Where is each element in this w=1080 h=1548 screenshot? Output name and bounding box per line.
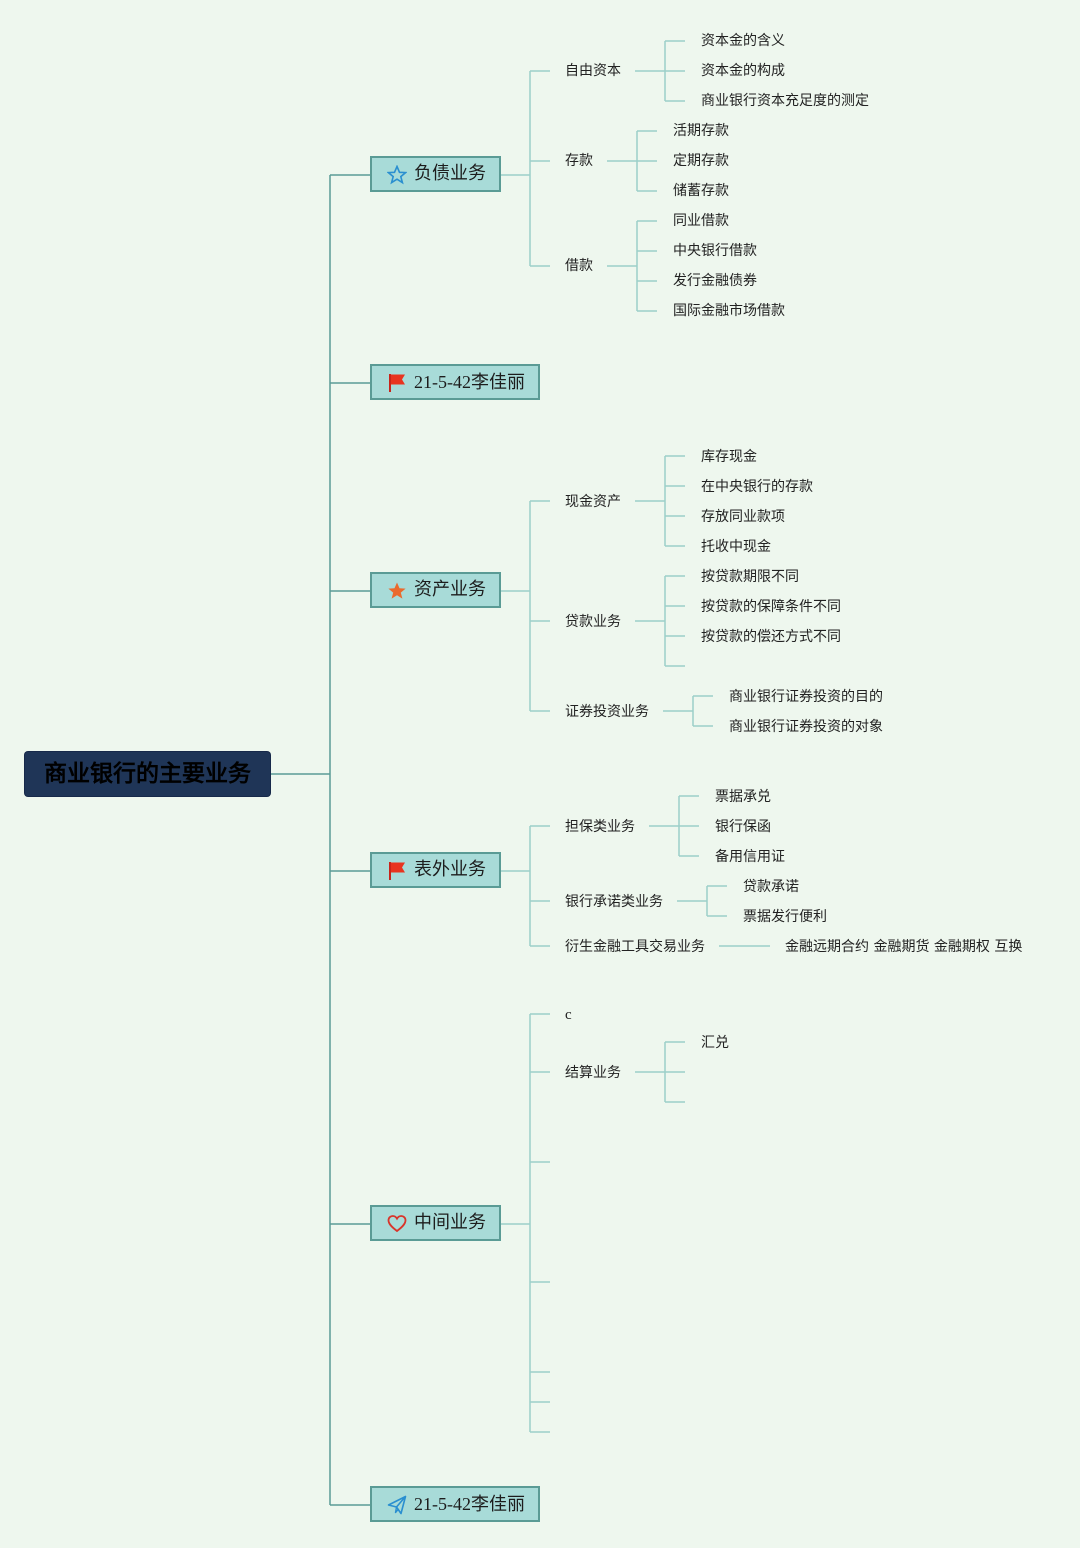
branch-label: 21-5-42李佳丽: [414, 1494, 525, 1514]
leaf-interbank-borrowing[interactable]: 同业借款: [673, 213, 729, 229]
branch-author-top[interactable]: 21-5-42李佳丽: [370, 364, 540, 400]
star-outline-icon: [387, 165, 407, 185]
leaf-capital-meaning[interactable]: 资本金的含义: [701, 33, 785, 49]
branch-off-balance-business[interactable]: 表外业务: [370, 852, 501, 888]
leaf-investment-target[interactable]: 商业银行证券投资的对象: [729, 719, 883, 735]
leaf-international-borrowing[interactable]: 国际金融市场借款: [673, 303, 785, 319]
leaf-standby-lc[interactable]: 备用信用证: [715, 849, 785, 865]
leaf-remittance[interactable]: 汇兑: [701, 1035, 729, 1051]
leaf-demand-deposit[interactable]: 活期存款: [673, 123, 729, 139]
topic-loans[interactable]: 贷款业务: [565, 614, 621, 630]
root-topic[interactable]: 商业银行的主要业务: [25, 752, 270, 796]
red-flag-icon: [389, 862, 405, 880]
leaf-investment-purpose[interactable]: 商业银行证券投资的目的: [729, 689, 883, 705]
leaf-savings-deposit[interactable]: 储蓄存款: [673, 183, 729, 199]
topic-deposits[interactable]: 存款: [565, 153, 593, 169]
leaf-interbank-deposits[interactable]: 存放同业款项: [701, 509, 785, 525]
topic-borrowing[interactable]: 借款: [565, 258, 593, 274]
topic-commitment[interactable]: 银行承诺类业务: [565, 894, 663, 910]
branch-label: 资产业务: [414, 579, 486, 600]
leaf-loan-commitment[interactable]: 贷款承诺: [743, 879, 799, 895]
leaf-capital-composition[interactable]: 资本金的构成: [701, 63, 785, 79]
orange-star-icon: [388, 582, 406, 599]
topic-cash-assets[interactable]: 现金资产: [565, 494, 621, 510]
topic-free-capital[interactable]: 自由资本: [565, 63, 621, 79]
leaf-capital-adequacy[interactable]: 商业银行资本充足度的测定: [701, 93, 869, 109]
leaf-loan-security[interactable]: 按贷款的保障条件不同: [701, 599, 841, 615]
paper-plane-icon: [387, 1495, 407, 1515]
topic-guarantee[interactable]: 担保类业务: [565, 819, 635, 835]
topic-c[interactable]: c: [565, 1007, 572, 1023]
leaf-loan-repayment[interactable]: 按贷款的偿还方式不同: [701, 629, 841, 645]
branch-label: 中间业务: [414, 1212, 486, 1233]
leaf-bank-guarantee[interactable]: 银行保函: [715, 819, 771, 835]
branch-asset-business[interactable]: 资产业务: [370, 572, 501, 608]
branch-liability-business[interactable]: 负债业务: [370, 156, 501, 192]
leaf-loan-term[interactable]: 按贷款期限不同: [701, 569, 799, 585]
leaf-vault-cash[interactable]: 库存现金: [701, 449, 757, 465]
branch-author-bottom[interactable]: 21-5-42李佳丽: [370, 1486, 540, 1522]
leaf-derivative-types[interactable]: 金融远期合约 金融期货 金融期权 互换: [785, 939, 1023, 955]
leaf-financial-bonds[interactable]: 发行金融债券: [673, 273, 757, 289]
branch-label: 21-5-42李佳丽: [414, 372, 525, 392]
topic-derivatives[interactable]: 衍生金融工具交易业务: [565, 939, 705, 955]
branch-intermediary-business[interactable]: 中间业务: [370, 1205, 501, 1241]
branch-label: 负债业务: [414, 163, 486, 184]
branch-label: 表外业务: [414, 859, 486, 880]
heart-outline-icon: [387, 1215, 407, 1233]
red-flag-icon: [389, 374, 405, 392]
leaf-cash-in-collection[interactable]: 托收中现金: [701, 539, 771, 555]
leaf-bill-acceptance[interactable]: 票据承兑: [715, 789, 771, 805]
leaf-central-bank-deposits[interactable]: 在中央银行的存款: [701, 479, 813, 495]
leaf-note-issuance[interactable]: 票据发行便利: [743, 909, 827, 925]
topic-settlement[interactable]: 结算业务: [565, 1065, 621, 1081]
topic-securities-investment[interactable]: 证券投资业务: [565, 704, 649, 720]
leaf-central-bank-borrowing[interactable]: 中央银行借款: [673, 243, 757, 259]
leaf-time-deposit[interactable]: 定期存款: [673, 153, 729, 169]
